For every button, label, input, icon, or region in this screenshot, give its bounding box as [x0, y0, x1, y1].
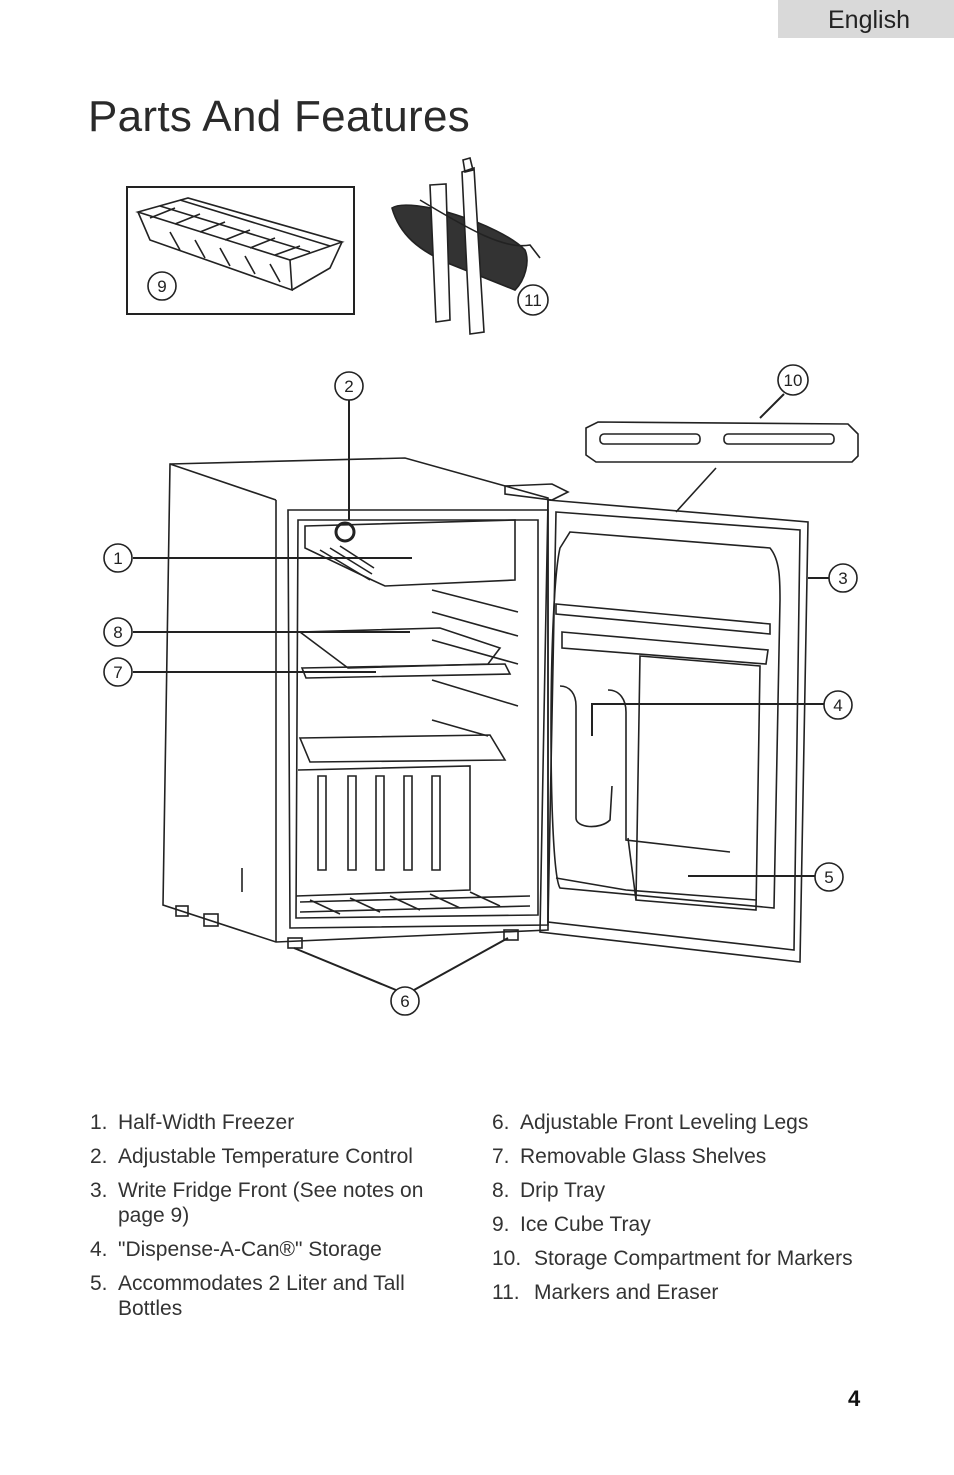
leader-lines — [133, 393, 829, 991]
callout-1: 1 — [103, 543, 133, 573]
list-item: 4."Dispense-A-Can®" Storage — [90, 1238, 382, 1261]
list-item: 2.Adjustable Temperature Control — [90, 1145, 413, 1168]
callout-9: 9 — [147, 271, 177, 301]
ice-cube-tray-illustration — [126, 186, 355, 315]
svg-text:8: 8 — [113, 623, 122, 642]
svg-text:5: 5 — [824, 868, 833, 887]
fridge-cabinet — [162, 457, 570, 949]
list-item: 8.Drip Tray — [492, 1179, 606, 1202]
svg-text:2: 2 — [344, 377, 353, 396]
list-item: 3.Write Fridge Front (See notes on page … — [90, 1179, 424, 1227]
callout-4: 4 — [823, 690, 853, 720]
list-item: 11.Markers and Eraser — [492, 1281, 719, 1304]
language-tab: English — [778, 0, 954, 38]
callout-2: 2 — [334, 371, 364, 401]
svg-text:11: 11 — [524, 291, 542, 310]
callout-10: 10 — [777, 364, 809, 396]
fridge-diagram: 1 2 3 4 5 6 7 8 9 10 11 — [103, 157, 859, 1016]
list-item: 1.Half-Width Freezer — [90, 1111, 295, 1134]
callout-3: 3 — [828, 563, 858, 593]
callout-11: 11 — [517, 284, 549, 316]
fridge-door — [539, 499, 809, 963]
svg-text:1: 1 — [113, 549, 122, 568]
callout-6: 6 — [390, 986, 420, 1016]
markers-eraser-illustration — [391, 157, 541, 335]
list-item: 7.Removable Glass Shelves — [492, 1145, 767, 1168]
list-item: 10.Storage Compartment for Markers — [492, 1247, 853, 1270]
language-label: English — [828, 6, 910, 34]
marker-compartment-illustration — [585, 421, 859, 513]
callout-8: 8 — [103, 617, 133, 647]
callout-5: 5 — [814, 862, 844, 892]
svg-text:4: 4 — [833, 696, 842, 715]
list-item: 5.Accommodates 2 Liter and Tall Bottles — [90, 1272, 405, 1320]
svg-text:3: 3 — [838, 569, 847, 588]
parts-list-left: 1.Half-Width Freezer 2.Adjustable Temper… — [90, 1110, 430, 1330]
list-item: 6.Adjustable Front Leveling Legs — [492, 1111, 809, 1134]
callout-7: 7 — [103, 657, 133, 687]
list-item: 9.Ice Cube Tray — [492, 1213, 651, 1236]
page-title: Parts And Features — [88, 92, 471, 141]
svg-text:6: 6 — [400, 992, 409, 1011]
svg-text:7: 7 — [113, 663, 122, 682]
page-number: 4 — [848, 1386, 861, 1411]
svg-text:9: 9 — [157, 277, 166, 296]
parts-list-right: 6.Adjustable Front Leveling Legs 7.Remov… — [492, 1110, 912, 1314]
svg-text:10: 10 — [784, 371, 803, 390]
